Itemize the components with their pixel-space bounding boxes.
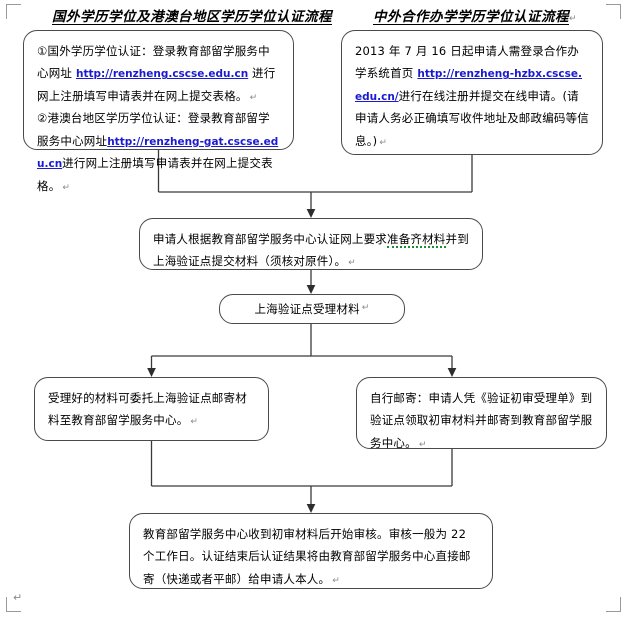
joint-text: 2013 年 7 月 16 日起申请人需登录合作办学系统首页 http://re… [355,40,589,152]
paragraph-mark-icon: ↵ [418,439,427,450]
process-box-abroad-registration: ①国外学历学位认证：登录教育部留学服务中心网址 http://renzheng.… [23,30,294,193]
paragraph-mark-icon: ↵ [348,258,356,269]
page-corner-mark-top-left [6,4,21,19]
process-box-entrust-mailing: 受理好的材料可委托上海验证点邮寄材料至教育部留学服务中心。↵ [34,377,269,441]
process-box-self-mailing: 自行邮寄：申请人凭《验证初审受理单》到验证点领取初审材料并邮寄到教育部留学服务中… [356,377,607,450]
flowchart-title-right: 中外合作办学学历学位认证流程↵ [373,5,577,25]
flowchart-title-right-text: 中外合作办学学历学位认证流程 [373,9,569,25]
paragraph-mark-icon: ↵ [361,303,370,314]
abroad-item-1: ①国外学历学位认证：登录教育部留学服务中心网址 http://renzheng.… [37,40,280,107]
abroad-item-2-prefix: ②港澳台地区学历学位认证：登录教育部留学服务中心网址 [37,111,270,148]
page-corner-mark-bottom-left [6,597,21,612]
paragraph-mark-icon: ↵ [249,92,258,103]
abroad-item-1-suffix: 进行网上注册填写申请表并在网上提交表格。 [37,66,276,103]
abroad-item-2-link[interactable]: http://renzheng-gat.cscse.edu.cn [37,135,279,171]
paragraph-mark-icon: ↵ [332,575,340,586]
accept-text: 上海验证点受理材料 [254,301,360,316]
joint-prefix: 2013 年 7 月 16 日起申请人需登录合作办学系统首页 [355,44,579,81]
selfmail-text-wrap: 自行邮寄：申请人凭《验证初审受理单》到验证点领取初审材料并邮寄到教育部留学服务中… [370,387,593,454]
joint-suffix: 进行在线注册并提交在线申请。(请申请人务必正确填写收件地址及邮政编码等信息。) [355,88,589,148]
abroad-item-1-prefix: ①国外学历学位认证：登录教育部留学服务中心网址 [37,44,270,81]
abroad-item-2: ②港澳台地区学历学位认证：登录教育部留学服务中心网址http://renzhen… [37,107,280,197]
document-paragraph-mark-icon: ↵ [13,591,23,604]
flowchart-title-left-text: 国外学历学位及港澳台地区学历学位认证流程 [52,9,332,25]
entrust-text: 受理好的材料可委托上海验证点邮寄材料至教育部留学服务中心。 [48,391,247,428]
prepare-part-3: 并到上海验证点提交材料（须核对原件）。 [153,232,469,269]
review-text-wrap: 教育部留学服务中心收到初审材料后开始审核。审核一般为 22 个工作日。认证结束后… [143,523,479,590]
review-text: 教育部留学服务中心收到初审材料后开始审核。审核一般为 22 个工作日。认证结束后… [143,527,471,586]
abroad-item-1-link[interactable]: http://renzheng.cscse.edu.cn [75,68,249,81]
process-box-joint-program-registration: 2013 年 7 月 16 日起申请人需登录合作办学系统首页 http://re… [341,30,603,155]
paragraph-mark-icon: ↵ [190,417,199,428]
prepare-part-1: 申请人根据教育部留学服务中心认证网上要求 [153,232,387,246]
entrust-text-wrap: 受理好的材料可委托上海验证点邮寄材料至教育部留学服务中心。↵ [48,387,255,432]
flowchart-title-left: 国外学历学位及港澳台地区学历学位认证流程 [52,5,332,25]
prepare-text: 申请人根据教育部留学服务中心认证网上要求准备齐材料并到上海验证点提交材料（须核对… [153,228,469,273]
process-box-shanghai-accept: 上海验证点受理材料↵ [219,294,405,324]
prepare-spellcheck-phrase: 准备齐材料 [387,232,446,248]
abroad-item-2-suffix: 进行网上注册填写申请表并在网上提交表格。 [37,156,273,193]
paragraph-mark-icon: ↵ [62,182,71,193]
paragraph-mark-icon: ↵ [379,137,388,148]
page-corner-mark-bottom-right [606,597,621,612]
joint-link[interactable]: http://renzheng-hzbx.cscse.edu.cn/ [355,68,583,103]
process-box-prepare-materials: 申请人根据教育部留学服务中心认证网上要求准备齐材料并到上海验证点提交材料（须核对… [139,218,483,270]
process-box-review-and-result: 教育部留学服务中心收到初审材料后开始审核。审核一般为 22 个工作日。认证结束后… [129,513,493,589]
page-corner-mark-top-right [606,4,621,19]
selfmail-text: 自行邮寄：申请人凭《验证初审受理单》到验证点领取初审材料并邮寄到教育部留学服务中… [370,391,593,450]
paragraph-mark-icon: ↵ [569,14,578,24]
